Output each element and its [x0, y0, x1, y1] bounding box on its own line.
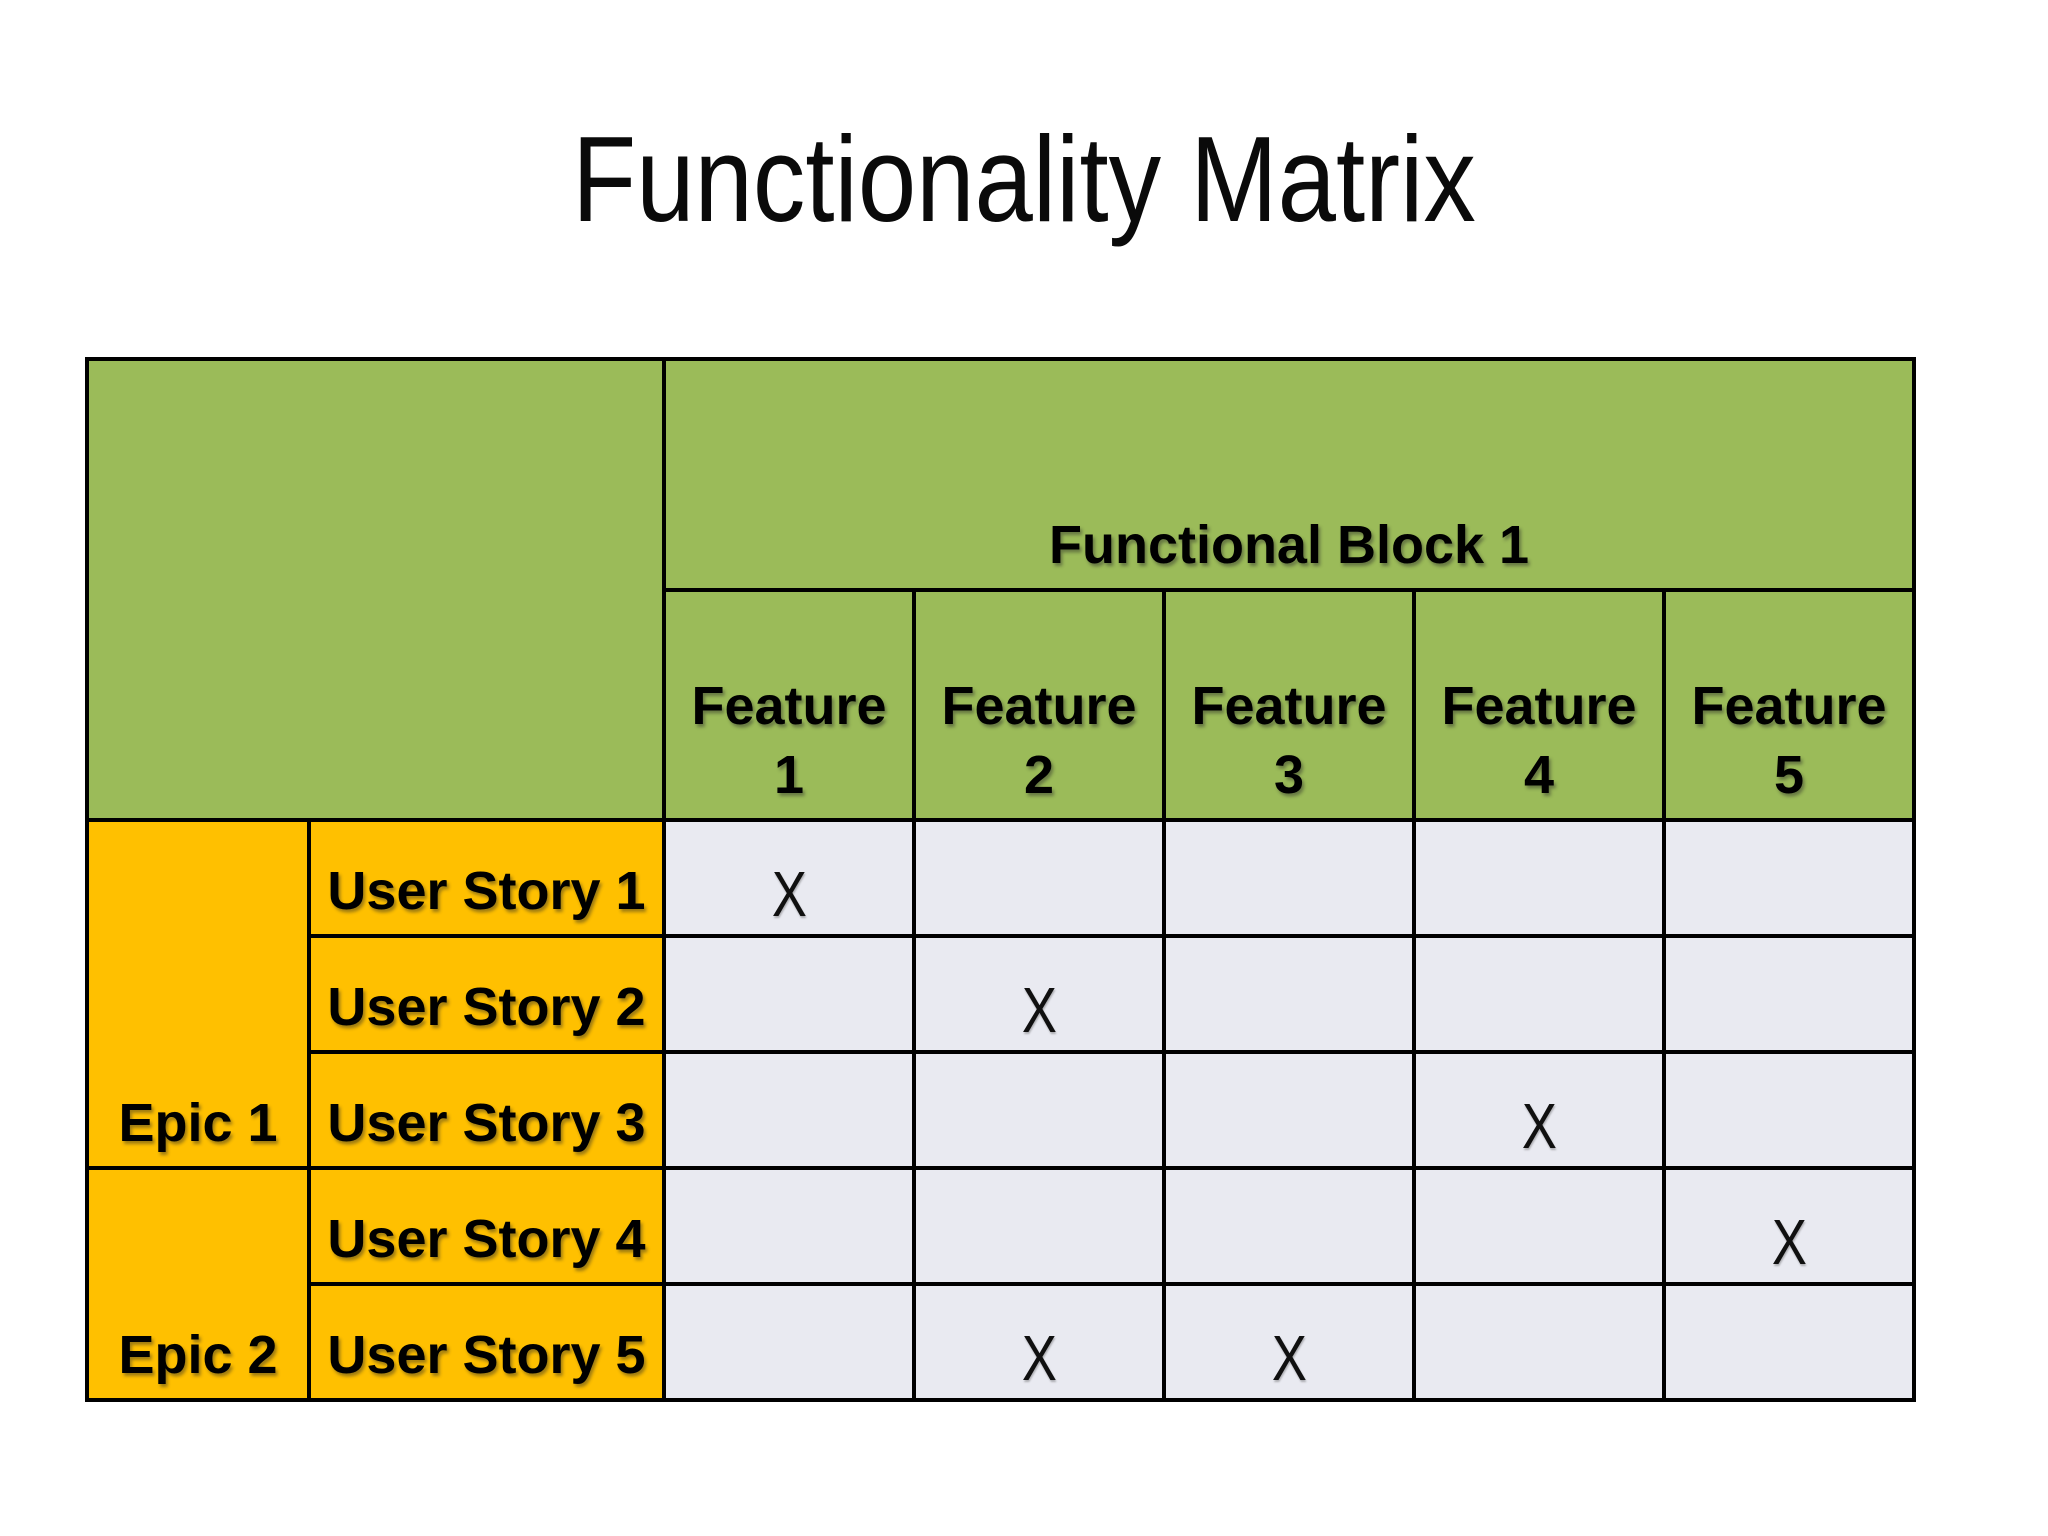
corner-cell	[85, 357, 666, 822]
user-story-2-cell: User Story 2	[307, 934, 666, 1054]
feature-5-header-cell: Feature 5	[1661, 588, 1917, 822]
matrix-cell-us1-f2	[912, 818, 1166, 938]
matrix-cell-us5-f5	[1661, 1282, 1917, 1402]
matrix-cell-us2-f1	[662, 934, 916, 1054]
matrix-cell-us1-f5	[1661, 818, 1917, 938]
epic-1-cell: Epic 1	[85, 818, 311, 1170]
matrix-cell-us1-f1: X	[662, 818, 916, 938]
feature-2-header-label: Feature 2	[941, 675, 1137, 805]
matrix-cell-us3-f5	[1661, 1050, 1917, 1170]
matrix-cell-us3-f2	[912, 1050, 1166, 1170]
matrix-cell-us2-f3	[1162, 934, 1416, 1054]
matrix-cell-us2-f5	[1661, 934, 1917, 1054]
user-story-2-label: User Story 2	[327, 976, 646, 1037]
mark-us5-f2: X	[1021, 1322, 1057, 1394]
user-story-1-label: User Story 1	[327, 860, 646, 921]
matrix-cell-us5-f2: X	[912, 1282, 1166, 1402]
feature-4-header-label: Feature 4	[1441, 675, 1637, 805]
matrix-cell-us5-f3: X	[1162, 1282, 1416, 1402]
feature-3-header-label: Feature 3	[1191, 675, 1387, 805]
mark-us5-f3: X	[1271, 1322, 1307, 1394]
matrix-cell-us4-f3	[1162, 1166, 1416, 1286]
mark-us4-f5: X	[1771, 1206, 1807, 1278]
user-story-5-label: User Story 5	[327, 1324, 646, 1385]
matrix-cell-us5-f4	[1412, 1282, 1666, 1402]
mark-us3-f4: X	[1521, 1090, 1557, 1162]
matrix-cell-us4-f1	[662, 1166, 916, 1286]
functional-block-header-label: Functional Block 1	[1048, 514, 1530, 575]
user-story-3-cell: User Story 3	[307, 1050, 666, 1170]
matrix-cell-us3-f4: X	[1412, 1050, 1666, 1170]
feature-1-header-label: Feature 1	[691, 675, 887, 805]
matrix-cell-us2-f4	[1412, 934, 1666, 1054]
matrix-cell-us3-f1	[662, 1050, 916, 1170]
user-story-4-label: User Story 4	[327, 1208, 646, 1269]
matrix-cell-us2-f2: X	[912, 934, 1166, 1054]
feature-4-header-cell: Feature 4	[1412, 588, 1666, 822]
page-title: Functionality Matrix	[572, 111, 1476, 247]
mark-us1-f1: X	[771, 858, 807, 930]
epic-1-label: Epic 1	[118, 1092, 278, 1153]
user-story-5-cell: User Story 5	[307, 1282, 666, 1402]
mark-us2-f2: X	[1021, 974, 1057, 1046]
feature-2-header-cell: Feature 2	[912, 588, 1166, 822]
matrix-cell-us4-f5: X	[1661, 1166, 1917, 1286]
user-story-4-cell: User Story 4	[307, 1166, 666, 1286]
user-story-1-cell: User Story 1	[307, 818, 666, 938]
matrix-cell-us5-f1	[662, 1282, 916, 1402]
functionality-matrix-table: Functional Block 1 Feature 1 Feature 2 F…	[85, 357, 1917, 1402]
matrix-cell-us3-f3	[1162, 1050, 1416, 1170]
matrix-cell-us4-f4	[1412, 1166, 1666, 1286]
feature-5-header-label: Feature 5	[1691, 675, 1887, 805]
functional-block-header-cell: Functional Block 1	[661, 357, 1917, 592]
epic-2-label: Epic 2	[118, 1324, 278, 1385]
matrix-cell-us1-f4	[1412, 818, 1666, 938]
matrix-cell-us4-f2	[912, 1166, 1166, 1286]
feature-3-header-cell: Feature 3	[1162, 588, 1416, 822]
user-story-3-label: User Story 3	[327, 1092, 646, 1153]
matrix-cell-us1-f3	[1162, 818, 1416, 938]
epic-2-cell: Epic 2	[85, 1166, 311, 1402]
feature-1-header-cell: Feature 1	[662, 588, 916, 822]
